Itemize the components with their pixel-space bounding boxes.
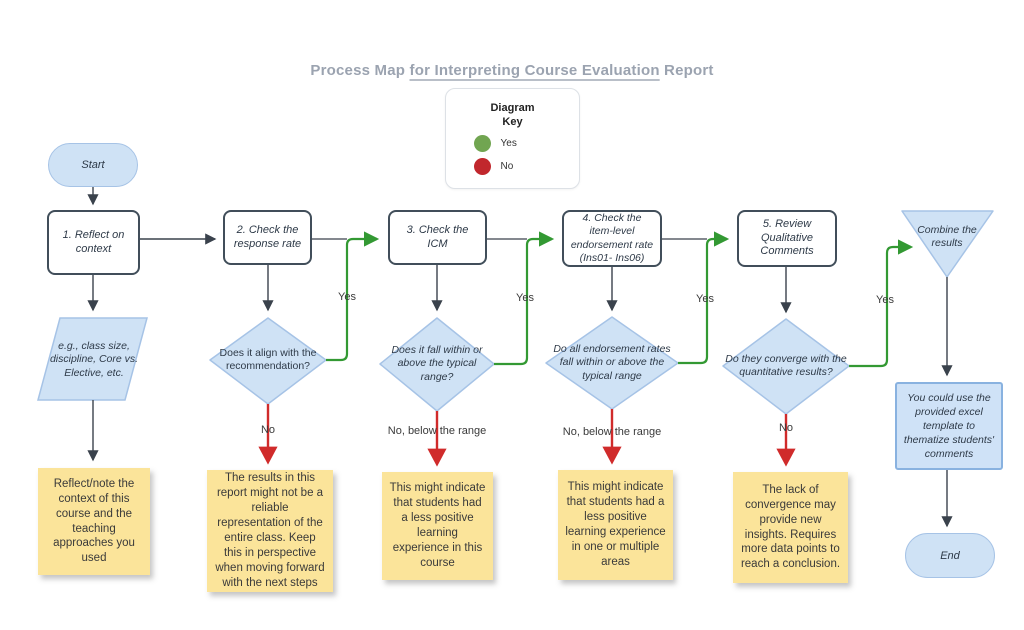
- combine-triangle[interactable]: [901, 210, 994, 278]
- note-low-endorsement[interactable]: This might indicate that students had a …: [558, 470, 673, 580]
- note-reflect-context[interactable]: Reflect/note the context of this course …: [38, 468, 150, 575]
- no-label-2: No, below the range: [387, 425, 487, 437]
- no-label-4: No: [778, 422, 794, 434]
- key-heading-line1: Diagram: [490, 101, 535, 114]
- step-5-qualitative-comments[interactable]: 5. Review Qualitative Comments: [737, 210, 837, 267]
- yes-label-3: Yes: [696, 293, 714, 305]
- context-parallelogram[interactable]: [37, 317, 148, 401]
- note-low-icm[interactable]: This might indicate that students had a …: [382, 472, 493, 580]
- title-underlined: for Interpreting Course Evaluation: [409, 62, 660, 79]
- key-yes-label: Yes: [500, 138, 517, 150]
- step-1-reflect-context[interactable]: 1. Reflect on context: [47, 210, 140, 275]
- note-no-convergence[interactable]: The lack of convergence may provide new …: [733, 472, 848, 583]
- yes-label-1: Yes: [338, 291, 356, 303]
- yes-arrow-decision2-to-step4: [494, 231, 555, 366]
- step-2-response-rate[interactable]: 2. Check the response rate: [223, 210, 312, 265]
- note-low-response-rate[interactable]: The results in this report might not be …: [207, 470, 333, 592]
- step-3-check-icm[interactable]: 3. Check the ICM: [388, 210, 487, 265]
- yes-label-4: Yes: [876, 294, 894, 306]
- excel-template-tip[interactable]: You could use the provided excel templat…: [895, 382, 1003, 470]
- no-label-1: No: [260, 424, 276, 436]
- decision-diamond-endorsement[interactable]: [545, 316, 679, 410]
- key-no-label: No: [500, 161, 514, 173]
- decision-diamond-response-rate[interactable]: [209, 317, 327, 405]
- yes-dot-icon: [473, 135, 491, 153]
- no-label-3: No, below the range: [562, 426, 662, 438]
- key-row-no: No: [473, 158, 552, 176]
- key-heading-line2: Key: [502, 115, 523, 128]
- yes-arrow-decision4-to-combine: [849, 239, 914, 368]
- start-node[interactable]: Start: [48, 143, 138, 187]
- no-dot-icon: [473, 158, 491, 176]
- title-pre: Process Map: [310, 62, 410, 79]
- key-row-yes: Yes: [473, 135, 552, 153]
- title-post: Report: [659, 62, 714, 79]
- decision-diamond-converge[interactable]: [722, 318, 850, 415]
- diagram-key-panel: Diagram Key Yes No: [445, 88, 580, 189]
- page-title: Process Map for Interpreting Course Eval…: [0, 62, 1024, 79]
- yes-arrow-decision3-to-step5: [678, 231, 730, 365]
- step-4-endorsement-rate[interactable]: 4. Check the item-level endorsement rate…: [562, 210, 662, 267]
- end-node[interactable]: End: [905, 533, 995, 578]
- decision-diamond-icm[interactable]: [379, 317, 495, 412]
- yes-arrow-decision1-to-step3: [326, 231, 380, 362]
- yes-label-2: Yes: [516, 292, 534, 304]
